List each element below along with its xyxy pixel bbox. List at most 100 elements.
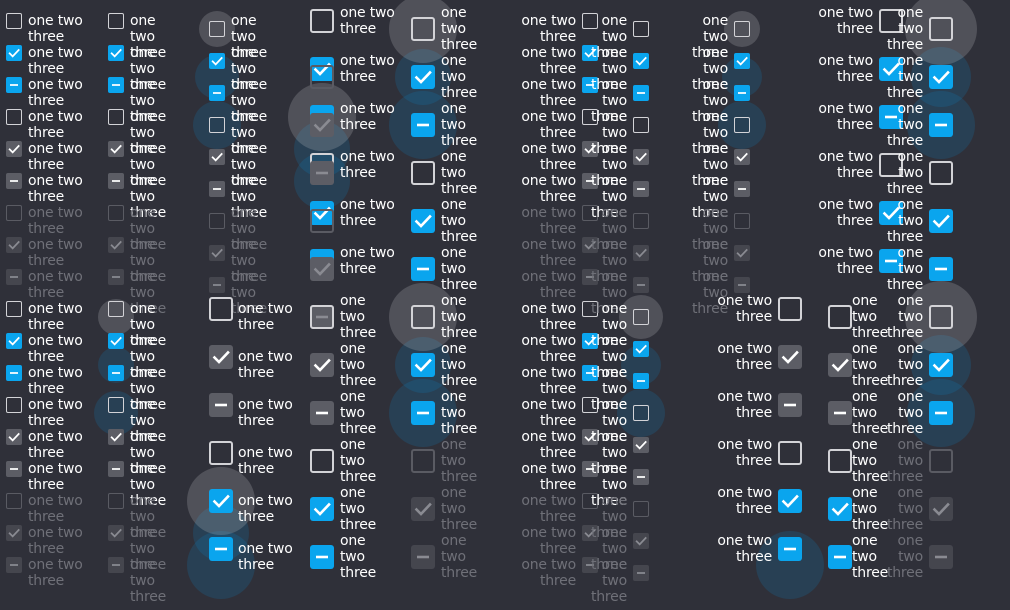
checkbox-partial[interactable] xyxy=(582,461,598,477)
checkbox-partial[interactable] xyxy=(209,393,233,417)
checkbox-checked[interactable] xyxy=(633,53,649,69)
checkbox-checked[interactable] xyxy=(411,209,435,233)
checkbox-partial[interactable] xyxy=(778,393,802,417)
checkbox-unchecked[interactable] xyxy=(108,301,124,317)
checkbox-unchecked[interactable] xyxy=(310,305,334,329)
checkbox-partial[interactable] xyxy=(310,401,334,425)
checkbox-partial[interactable] xyxy=(734,85,750,101)
checkbox-unchecked[interactable] xyxy=(582,13,598,29)
checkbox-unchecked[interactable] xyxy=(6,13,22,29)
checkbox-unchecked[interactable] xyxy=(209,21,225,37)
checkbox-partial[interactable] xyxy=(209,537,233,561)
checkbox-partial[interactable] xyxy=(828,545,852,569)
checkbox-partial[interactable] xyxy=(411,113,435,137)
checkbox-unchecked[interactable] xyxy=(411,305,435,329)
checkbox-unchecked[interactable] xyxy=(633,309,649,325)
checkbox-checked[interactable] xyxy=(411,65,435,89)
checkbox-partial[interactable] xyxy=(411,257,435,281)
checkbox-checked[interactable] xyxy=(108,141,124,157)
checkbox-checked[interactable] xyxy=(209,489,233,513)
checkbox-checked[interactable] xyxy=(582,333,598,349)
checkbox-checked[interactable] xyxy=(778,345,802,369)
checkbox-checked[interactable] xyxy=(929,209,953,233)
checkbox-partial[interactable] xyxy=(929,257,953,281)
checkbox-checked[interactable] xyxy=(411,353,435,377)
checkbox-partial[interactable] xyxy=(582,77,598,93)
checkbox-checked[interactable] xyxy=(108,45,124,61)
checkbox-partial[interactable] xyxy=(582,173,598,189)
checkbox-checked[interactable] xyxy=(108,333,124,349)
checkbox-unchecked[interactable] xyxy=(582,397,598,413)
checkbox-unchecked[interactable] xyxy=(310,449,334,473)
checkbox-unchecked[interactable] xyxy=(6,109,22,125)
checkbox-unchecked[interactable] xyxy=(633,21,649,37)
checkbox-checked[interactable] xyxy=(310,201,334,225)
checkbox-checked[interactable] xyxy=(582,45,598,61)
checkbox-unchecked[interactable] xyxy=(582,109,598,125)
checkbox-unchecked[interactable] xyxy=(633,405,649,421)
checkbox-unchecked[interactable] xyxy=(108,13,124,29)
checkbox-partial[interactable] xyxy=(6,365,22,381)
checkbox-partial[interactable] xyxy=(582,365,598,381)
checkbox-checked[interactable] xyxy=(310,497,334,521)
checkbox-checked[interactable] xyxy=(929,65,953,89)
checkbox-unchecked[interactable] xyxy=(310,9,334,33)
checkbox-unchecked[interactable] xyxy=(582,301,598,317)
checkbox-checked[interactable] xyxy=(633,341,649,357)
checkbox-checked[interactable] xyxy=(6,333,22,349)
checkbox-unchecked[interactable] xyxy=(633,117,649,133)
checkbox-partial[interactable] xyxy=(310,545,334,569)
checkbox-unchecked[interactable] xyxy=(6,301,22,317)
checkbox-partial[interactable] xyxy=(879,105,903,129)
checkbox-partial[interactable] xyxy=(108,461,124,477)
checkbox-checked[interactable] xyxy=(633,437,649,453)
checkbox-partial[interactable] xyxy=(209,85,225,101)
checkbox-partial[interactable] xyxy=(633,181,649,197)
checkbox-checked[interactable] xyxy=(929,353,953,377)
checkbox-unchecked[interactable] xyxy=(6,397,22,413)
checkbox-checked[interactable] xyxy=(828,497,852,521)
checkbox-checked[interactable] xyxy=(6,141,22,157)
checkbox-partial[interactable] xyxy=(108,365,124,381)
checkbox-checked[interactable] xyxy=(879,201,903,225)
checkbox-partial[interactable] xyxy=(209,181,225,197)
checkbox-partial[interactable] xyxy=(108,173,124,189)
checkbox-partial[interactable] xyxy=(411,401,435,425)
checkbox-unchecked[interactable] xyxy=(108,109,124,125)
checkbox-checked[interactable] xyxy=(778,489,802,513)
checkbox-checked[interactable] xyxy=(209,149,225,165)
checkbox-checked[interactable] xyxy=(582,141,598,157)
checkbox-partial[interactable] xyxy=(6,77,22,93)
checkbox-partial[interactable] xyxy=(734,181,750,197)
checkbox-checked[interactable] xyxy=(6,45,22,61)
checkbox-unchecked[interactable] xyxy=(879,153,903,177)
checkbox-unchecked[interactable] xyxy=(929,17,953,41)
checkbox-partial[interactable] xyxy=(6,461,22,477)
checkbox-unchecked[interactable] xyxy=(828,449,852,473)
checkbox-unchecked[interactable] xyxy=(778,297,802,321)
checkbox-checked[interactable] xyxy=(6,429,22,445)
checkbox-checked[interactable] xyxy=(828,353,852,377)
checkbox-partial[interactable] xyxy=(778,537,802,561)
checkbox-checked[interactable] xyxy=(582,429,598,445)
checkbox-partial[interactable] xyxy=(633,469,649,485)
checkbox-unchecked[interactable] xyxy=(929,161,953,185)
checkbox-partial[interactable] xyxy=(929,113,953,137)
checkbox-checked[interactable] xyxy=(310,57,334,81)
checkbox-checked[interactable] xyxy=(209,345,233,369)
checkbox-unchecked[interactable] xyxy=(108,397,124,413)
checkbox-checked[interactable] xyxy=(734,53,750,69)
checkbox-unchecked[interactable] xyxy=(209,297,233,321)
checkbox-unchecked[interactable] xyxy=(734,117,750,133)
checkbox-unchecked[interactable] xyxy=(411,161,435,185)
checkbox-checked[interactable] xyxy=(209,53,225,69)
checkbox-unchecked[interactable] xyxy=(929,305,953,329)
checkbox-unchecked[interactable] xyxy=(209,117,225,133)
checkbox-unchecked[interactable] xyxy=(828,305,852,329)
checkbox-partial[interactable] xyxy=(929,401,953,425)
checkbox-partial[interactable] xyxy=(879,249,903,273)
checkbox-checked[interactable] xyxy=(633,149,649,165)
checkbox-partial[interactable] xyxy=(6,173,22,189)
checkbox-unchecked[interactable] xyxy=(879,9,903,33)
checkbox-checked[interactable] xyxy=(108,429,124,445)
